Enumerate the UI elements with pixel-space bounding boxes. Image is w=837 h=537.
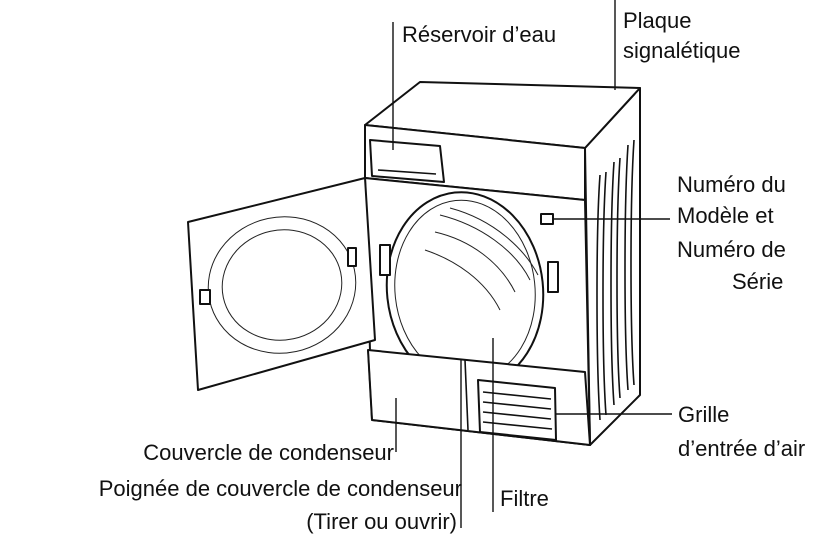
label-modele-line1: Numéro du: [677, 172, 786, 197]
door-hinge: [347, 247, 357, 267]
left-hinge: [379, 244, 391, 276]
label-modele-line2: Modèle et: [677, 203, 774, 228]
air-inlet-grille: [477, 379, 557, 441]
door-latch: [199, 289, 211, 305]
label-poignee-line1: Poignée de couvercle de condenseur: [98, 476, 462, 501]
right-latch: [547, 261, 559, 293]
label-modele-line4: Série: [732, 269, 784, 294]
label-plaque-line1: Plaque: [623, 8, 692, 33]
label-filtre: Filtre: [500, 486, 549, 511]
door-panel: [187, 177, 376, 391]
drum-ribs: [424, 207, 539, 311]
water-reservoir-drawer: [369, 139, 445, 183]
label-poignee-line2: (Tirer ou ouvrir): [306, 509, 457, 534]
label-reservoir: Réservoir d’eau: [402, 22, 557, 47]
label-grille-line1: Grille: [678, 402, 730, 427]
label-couvercle: Couvercle de condenseur: [143, 440, 394, 465]
label-plaque-line2: signalétique: [623, 38, 741, 63]
label-modele-line3: Numéro de: [677, 237, 786, 262]
model-plate: [540, 213, 554, 225]
label-grille-line2: d’entrée d’air: [678, 436, 806, 461]
